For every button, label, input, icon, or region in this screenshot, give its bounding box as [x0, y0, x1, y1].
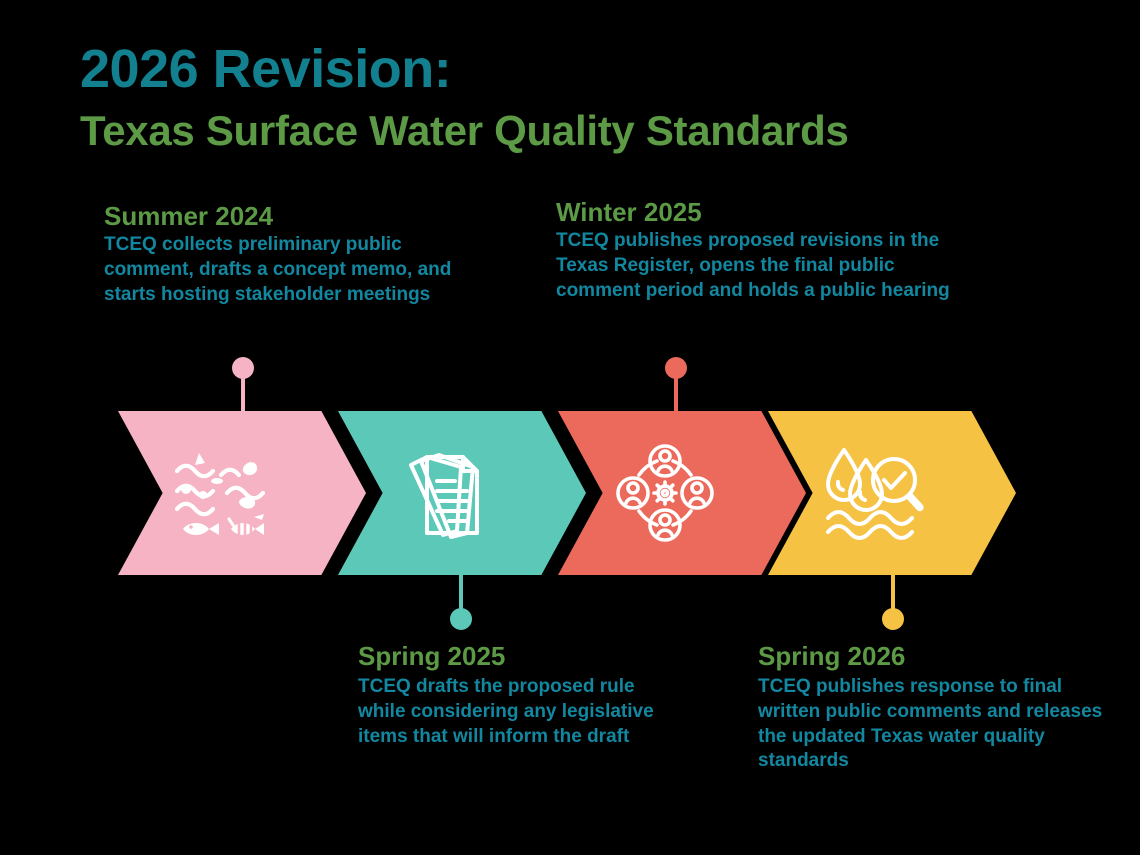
- caption-heading-stage-3: Winter 2025: [556, 197, 702, 227]
- timeline-stage-1[interactable]: [118, 411, 366, 575]
- caption-stage-3: Winter 2025 TCEQ publishes proposed revi…: [556, 197, 956, 303]
- connector-dot-stage-1: [232, 357, 254, 379]
- connector-dot-stage-4: [882, 608, 904, 630]
- caption-heading-stage-2: Spring 2025: [358, 641, 506, 671]
- stakeholder-collaboration-icon: [558, 411, 771, 575]
- caption-stage-4: Spring 2026 TCEQ publishes response to f…: [758, 641, 1103, 774]
- title-line-secondary: Texas Surface Water Quality Standards: [80, 107, 849, 154]
- connector-dot-stage-3: [665, 357, 687, 379]
- caption-body-stage-4: TCEQ publishes response to final written…: [758, 676, 1103, 772]
- connector-stem-stage-2: [459, 570, 463, 618]
- water-quality-check-icon: [768, 411, 981, 575]
- caption-stage-2: Spring 2025 TCEQ drafts the proposed rul…: [358, 641, 668, 749]
- caption-heading-stage-4: Spring 2026: [758, 641, 906, 671]
- polluted-water-icon: [118, 411, 331, 575]
- caption-body-stage-3: TCEQ publishes proposed revisions in the…: [556, 230, 950, 301]
- page-title: 2026 Revision: Texas Surface Water Quali…: [80, 42, 849, 152]
- connector-stem-stage-3: [674, 372, 678, 416]
- caption-heading-stage-1: Summer 2024: [104, 201, 274, 231]
- caption-body-stage-2: TCEQ drafts the proposed rule while cons…: [358, 676, 654, 747]
- connector-stem-stage-4: [891, 570, 895, 618]
- connector-stem-stage-1: [241, 372, 245, 416]
- documents-icon: [338, 411, 551, 575]
- connector-dot-stage-2: [450, 608, 472, 630]
- timeline-stage-3[interactable]: [558, 411, 806, 575]
- title-line-primary: 2026 Revision:: [80, 39, 452, 99]
- caption-stage-1: Summer 2024 TCEQ collects preliminary pu…: [104, 201, 484, 307]
- timeline-stage-2[interactable]: [338, 411, 586, 575]
- caption-body-stage-1: TCEQ collects preliminary public comment…: [104, 234, 452, 305]
- timeline-chevron-row: [0, 411, 1140, 575]
